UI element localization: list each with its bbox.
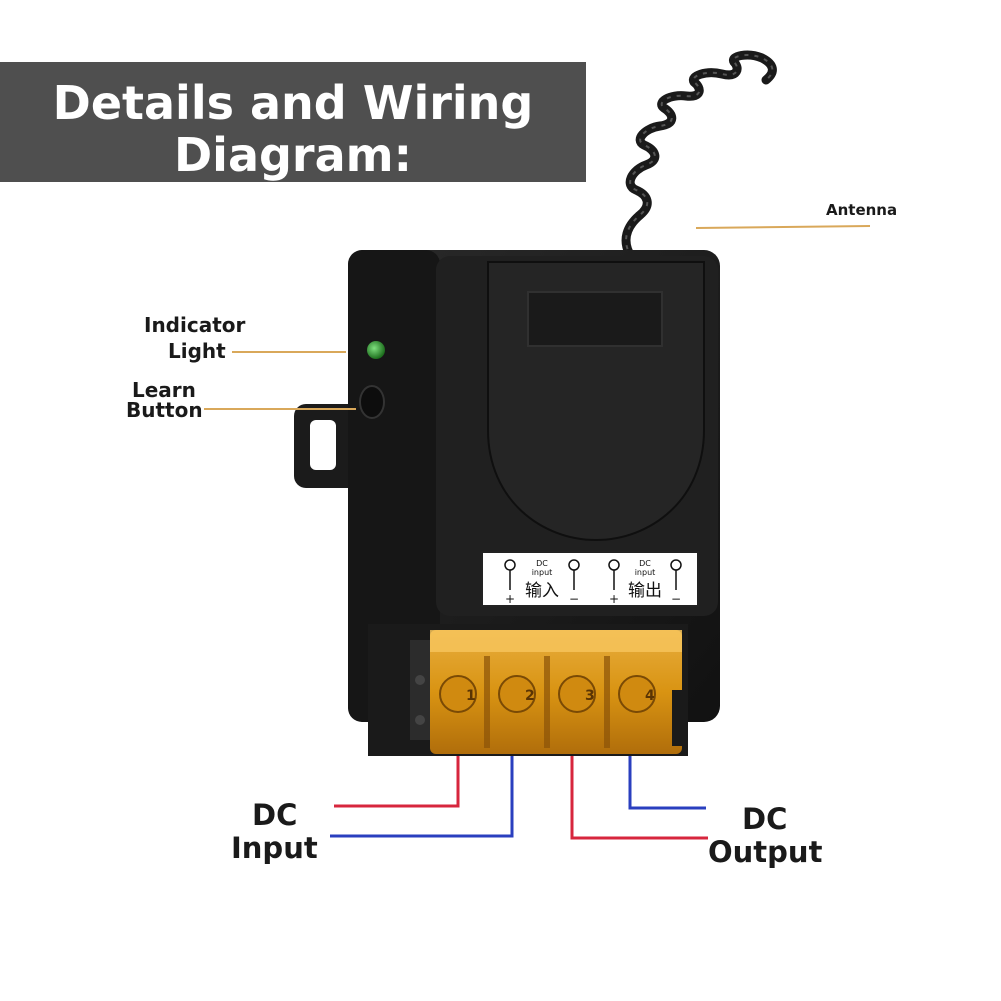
plate-output-cn: 输出 (628, 581, 662, 601)
plate-minus-1: − (569, 592, 579, 606)
antenna-leader (695, 225, 871, 229)
learn-button (359, 385, 385, 419)
label-window (527, 291, 663, 347)
title-banner (0, 62, 586, 182)
dc-input-label-1: DC (252, 798, 298, 832)
terminal-3: 3 (585, 688, 595, 704)
indicator-light-label-2: Light (168, 339, 226, 363)
wire-output-positive (570, 756, 708, 840)
terminal-1: 1 (466, 688, 476, 704)
dc-input-label-2: Input (231, 831, 318, 865)
terminal-4: 4 (645, 688, 655, 704)
wire-input-positive (334, 756, 460, 808)
terminal-screws (439, 675, 656, 713)
wire-input-negative (330, 756, 514, 838)
label-plate (481, 551, 699, 607)
learn-button-label-2: Button (126, 398, 203, 422)
plate-input-cn: 输入 (525, 581, 559, 601)
wire-output-negative (628, 756, 706, 810)
dc-output-label-1: DC (742, 802, 788, 836)
plate-plus-1: + (505, 592, 515, 606)
title-line-2: Diagram: (174, 128, 412, 182)
indicator-led (367, 341, 385, 359)
plate-input-word: input (532, 568, 553, 577)
plate-minus-2: − (671, 592, 681, 606)
terminal-cover (430, 630, 682, 754)
dc-output-label-2: Output (708, 835, 823, 869)
learn-button-label-1: Learn (132, 378, 196, 402)
plate-input-dc: DC (536, 559, 548, 568)
terminal-2: 2 (525, 688, 535, 704)
title-line-1: Details and Wiring (52, 76, 534, 130)
plate-output-dc: DC (639, 559, 651, 568)
plate-plus-2: + (609, 592, 619, 606)
plate-output-word: input (635, 568, 656, 577)
indicator-light-label-1: Indicator (144, 313, 246, 337)
antenna-label: Antenna (826, 201, 898, 219)
label-plate-icons (504, 559, 682, 590)
